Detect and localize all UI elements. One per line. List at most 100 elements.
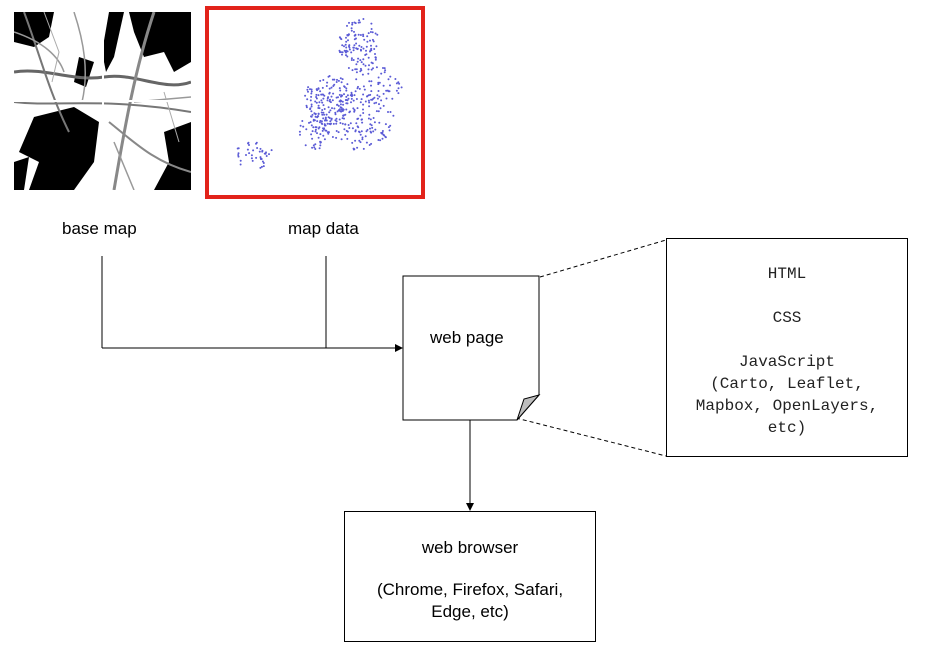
map-data-point (321, 109, 324, 111)
map-data-point (316, 132, 318, 135)
map-data-point (368, 80, 371, 83)
map-data-point (255, 142, 257, 145)
map-data-point (259, 147, 262, 150)
map-data-point (369, 118, 372, 121)
map-data-point (372, 67, 374, 70)
web-page-label: web page (430, 328, 504, 347)
map-data-point (333, 107, 336, 110)
map-data-point (344, 99, 347, 101)
map-data-point (353, 44, 356, 47)
map-data-point (389, 75, 392, 78)
map-data-point (350, 91, 353, 94)
map-data-point (316, 120, 319, 123)
map-data-point (359, 34, 362, 36)
map-data-point (330, 95, 333, 98)
map-data-point (323, 127, 326, 130)
map-data-point (329, 101, 332, 104)
map-data-point (372, 40, 375, 43)
map-data-point (301, 120, 304, 122)
map-data-point (311, 146, 314, 149)
map-data-point (347, 39, 349, 42)
map-data-point (310, 92, 313, 95)
map-data-point (318, 107, 321, 110)
map-data-point (337, 96, 339, 99)
map-data-point (361, 73, 364, 76)
map-data-point (368, 113, 371, 116)
map-data-point (314, 115, 317, 118)
map-data-point (372, 97, 375, 100)
map-data-point (378, 121, 381, 124)
map-data-point (381, 130, 384, 132)
map-data-point (367, 68, 370, 71)
map-data-point (352, 59, 355, 61)
map-data-point (326, 131, 329, 134)
map-data-point (333, 78, 336, 81)
map-data-point (338, 118, 341, 121)
map-data-point (369, 49, 372, 52)
map-data-point (388, 90, 391, 93)
map-data-point (246, 148, 249, 151)
map-data-point (311, 113, 314, 116)
map-data-point (338, 93, 341, 96)
map-data-point (322, 117, 325, 120)
map-data-point (370, 28, 373, 30)
map-data-point (373, 48, 376, 50)
web-technologies-box: HTML CSS JavaScript (Carto, Leaflet, Map… (666, 238, 908, 457)
map-data-point (366, 35, 369, 38)
map-data-point (340, 81, 343, 84)
map-data-point (358, 139, 361, 142)
map-data-point (367, 72, 370, 75)
map-data-point (364, 135, 367, 138)
map-data-point (346, 102, 349, 105)
map-data-point (325, 85, 328, 87)
map-data-point (365, 141, 368, 144)
map-data-point (321, 93, 324, 96)
map-data-point (357, 85, 359, 88)
map-data-point (377, 76, 380, 79)
map-data-point (322, 97, 325, 100)
map-data-point (388, 129, 391, 132)
map-data-point (362, 47, 365, 50)
map-data-point (314, 112, 317, 115)
map-data-point (309, 88, 311, 91)
map-data-point (304, 144, 307, 147)
map-data-point (346, 50, 349, 53)
javascript-label: JavaScript (738, 353, 835, 371)
map-data-point (368, 101, 371, 104)
map-data-point (387, 78, 390, 81)
map-data-point (351, 141, 354, 144)
map-data-point (348, 48, 351, 51)
map-data-point (364, 64, 367, 67)
map-data-point (355, 98, 358, 100)
map-data-point (338, 49, 341, 52)
map-data-point (317, 115, 320, 118)
map-data-point (347, 33, 350, 36)
map-data-point (381, 131, 384, 134)
map-data-point (343, 49, 346, 52)
map-data-point (331, 78, 334, 81)
map-data-point (338, 87, 341, 90)
map-data-point (372, 117, 375, 119)
map-data-point (340, 110, 343, 113)
map-data-point (251, 159, 254, 162)
map-data-point (256, 147, 259, 149)
map-data-point (341, 53, 343, 56)
map-data-point (307, 86, 310, 89)
map-data-point (394, 78, 397, 80)
map-data-point (335, 122, 338, 125)
map-data-point (375, 45, 378, 48)
map-data-point (331, 136, 334, 138)
map-data-point (370, 22, 373, 25)
css-label: CSS (772, 309, 802, 327)
map-data-point (331, 99, 334, 102)
map-data-point (314, 128, 317, 131)
map-data-point (347, 97, 350, 100)
map-data-point (325, 129, 328, 132)
map-data-point (362, 58, 365, 61)
map-data-point (395, 82, 398, 85)
map-data-point (337, 131, 340, 134)
map-data-point (341, 51, 344, 54)
map-data-point (323, 94, 326, 97)
map-data-point (315, 88, 318, 91)
map-data-point (335, 81, 338, 83)
